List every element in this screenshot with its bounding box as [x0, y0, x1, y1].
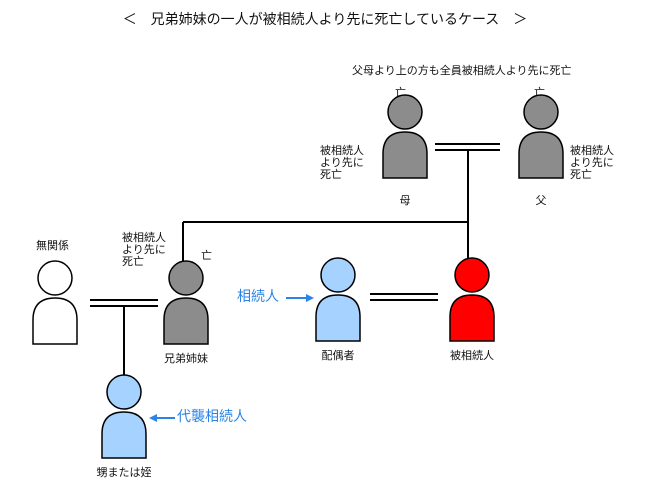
spouse-label: 配偶者: [321, 349, 355, 362]
father-label: 父: [535, 194, 547, 207]
ancestors-note: 父母より上の方も全員被相続人より先に死亡: [352, 64, 572, 77]
page-title: ＜ 兄弟姉妹の一人が被相続人より先に死亡しているケース ＞: [122, 12, 528, 28]
sibling-label: 兄弟姉妹: [164, 352, 208, 365]
sibling-person-icon: [156, 258, 216, 348]
father-deceased-mark: 亡: [534, 86, 545, 99]
mother-deceased-mark: 亡: [395, 86, 406, 99]
nephew-person-icon: [94, 372, 154, 462]
decedent-label: 被相続人: [450, 349, 494, 362]
sibling-deceased-mark: 亡: [201, 249, 212, 262]
note-line: 被相続人: [320, 144, 364, 157]
nephew-label: 甥または姪: [96, 466, 152, 479]
note-line: 死亡: [122, 255, 144, 268]
mother-deceased-note: 被相続人 より先に 死亡: [320, 145, 364, 181]
note-line: 被相続人: [122, 231, 166, 244]
unrelated-person-icon: [25, 258, 85, 348]
sibling-deceased-note: 被相続人 より先に 死亡: [122, 232, 166, 268]
note-line: より先に: [570, 156, 614, 169]
heir-arrow-label: 相続人: [237, 289, 279, 305]
note-line: 死亡: [570, 168, 592, 181]
arrow-left-icon: [149, 414, 175, 422]
note-line: 死亡: [320, 168, 342, 181]
father-deceased-note: 被相続人 より先に 死亡: [570, 145, 614, 181]
mother-label: 母: [399, 194, 411, 207]
note-line: より先に: [320, 156, 364, 169]
arrow-right-icon: [286, 294, 314, 302]
spouse-person-icon: [308, 255, 368, 345]
father-person-icon: [511, 92, 571, 182]
unrelated-label: 無関係: [36, 239, 69, 252]
decedent-person-icon: [442, 255, 502, 345]
note-line: より先に: [122, 243, 166, 256]
note-line: 被相続人: [570, 144, 614, 157]
substitute-heir-arrow-label: 代襲相続人: [177, 409, 247, 425]
mother-person-icon: [375, 92, 435, 182]
